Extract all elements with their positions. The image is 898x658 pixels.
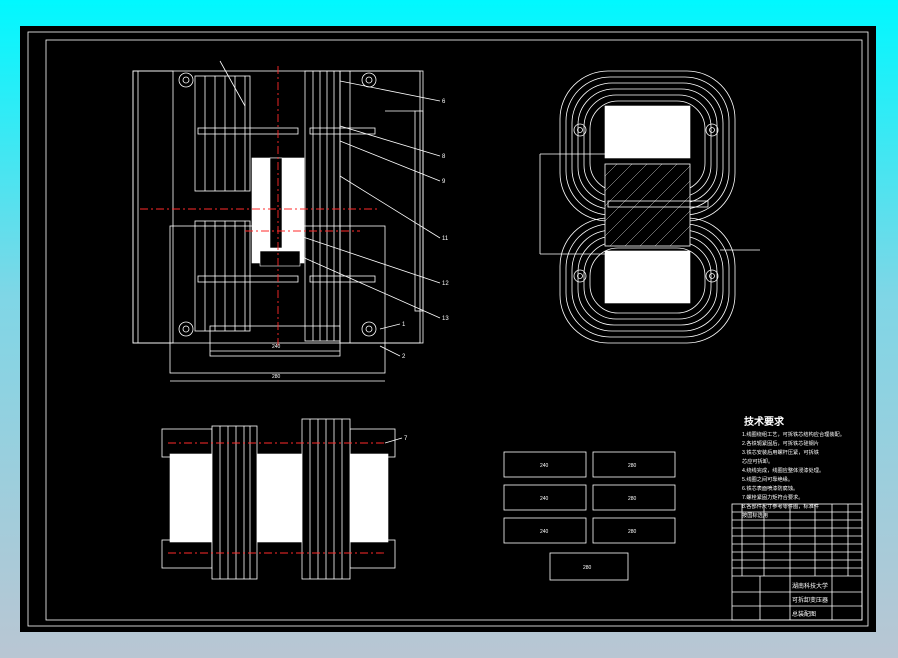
callout-13: 13 [442, 316, 449, 322]
coil-label-3: 240 [540, 496, 549, 502]
callout-8: 8 [442, 154, 446, 160]
callout-9: 9 [442, 179, 446, 185]
tech-item: 7.螺栓紧固力矩符合要求。 [742, 493, 803, 501]
callout-1: 1 [402, 322, 406, 328]
callout-2: 2 [402, 354, 406, 360]
coil-label-7: 280 [583, 565, 592, 571]
title-block: 湖南科技大学 可拆卸变压器 总装配图 [731, 503, 863, 621]
side-view-core [539, 70, 760, 344]
upper-coil-left [194, 75, 251, 192]
callout-6: 6 [442, 99, 446, 105]
drawing-subtitle: 总装配图 [792, 610, 816, 618]
tech-item: 6.铁芯表面喷漆防腐蚀。 [742, 484, 798, 492]
lower-core-window [604, 250, 691, 304]
coil-label-5: 240 [540, 529, 549, 535]
dim-inner-width: 240 [272, 344, 281, 350]
upper-core-window [604, 105, 691, 159]
tech-item: 1.线圈绕组工艺，可拆铁芯结构应合理装配。 [742, 430, 845, 438]
tech-item: 芯应可拆卸。 [742, 457, 773, 465]
school-name: 湖南科技大学 [792, 582, 828, 590]
tech-title: 技术要求 [744, 415, 785, 428]
callout-7: 7 [404, 436, 408, 442]
leader-lines [219, 60, 441, 357]
tech-item: 4.绕线完成，线圈应整体浸漆处理。 [742, 466, 824, 474]
top-view: 7 [161, 418, 408, 580]
coil-parts-layout: 240 280 240 280 240 280 280 [503, 451, 676, 581]
right-coil-stack [304, 70, 341, 342]
callout-11: 11 [442, 236, 449, 242]
coil-label-4: 280 [628, 496, 637, 502]
drawing-canvas: 6 8 9 11 12 13 1 2 280 240 [27, 31, 869, 627]
tech-item: 5.线圈之间可靠绝缘。 [742, 475, 793, 483]
coil-label-6: 280 [628, 529, 637, 535]
callout-12: 12 [442, 281, 449, 287]
drawing-name: 可拆卸变压器 [792, 596, 828, 604]
tech-item: 按国标选用 [742, 511, 768, 519]
technical-requirements: 技术要求 1.线圈绕组工艺，可拆铁芯结构应合理装配。 2.各铁轭紧固后，可拆铁芯… [742, 415, 845, 519]
cad-drawing-sheet: 6 8 9 11 12 13 1 2 280 240 [20, 26, 876, 632]
tech-item: 2.各铁轭紧固后，可拆铁芯硅钢片 [742, 439, 819, 447]
tech-item: 8.各部件尺寸参考零件图，标准件 [742, 502, 819, 510]
dim-bottom-width: 280 [272, 374, 281, 380]
drawing-frame [27, 31, 869, 627]
front-view: 6 8 9 11 12 13 1 2 280 240 [132, 60, 449, 382]
coil-label-2: 280 [628, 463, 637, 469]
tech-item: 3.铁芯安装后用螺杆压紧，可拆铁 [742, 448, 819, 456]
coil-label-1: 240 [540, 463, 549, 469]
